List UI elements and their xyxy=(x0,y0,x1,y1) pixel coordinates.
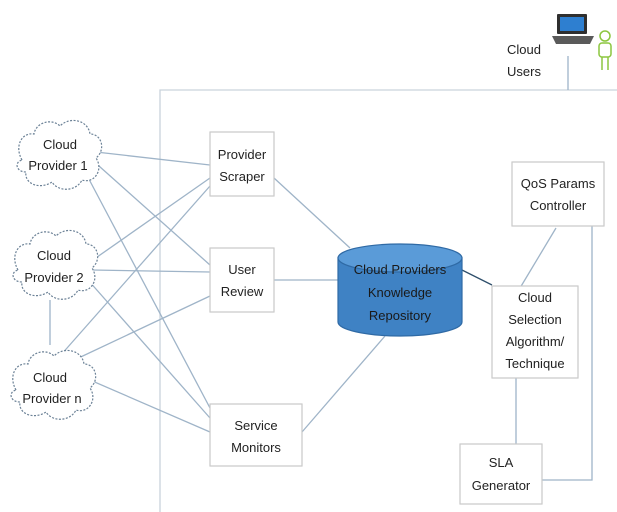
provider-n-line2: Provider n xyxy=(22,391,81,406)
service-monitors-line1: Service xyxy=(234,418,277,433)
knowledge-repository-cylinder: Cloud Providers Knowledge Repository xyxy=(337,243,463,337)
user-icon xyxy=(598,30,612,70)
qos-controller-line2: Controller xyxy=(530,198,587,213)
provider-n-line1: Cloud xyxy=(33,370,67,385)
cloud-users: Cloud Users xyxy=(507,14,612,79)
sla-generator-line2: Generator xyxy=(472,478,531,493)
qos-params-controller-box: QoS Params Controller xyxy=(511,161,605,227)
provider-scraper-line1: Provider xyxy=(218,147,267,162)
cloud-provider-n: Cloud Provider n xyxy=(10,349,97,420)
repository-line1: Cloud Providers xyxy=(354,262,447,277)
provider-scraper-line2: Scraper xyxy=(219,169,265,184)
cloud-selection-algorithm-box: Cloud Selection Algorithm/ Technique xyxy=(491,285,579,379)
user-review-box: User Review xyxy=(209,247,275,313)
repository-line3: Repository xyxy=(369,308,432,323)
provider-1-line2: Provider 1 xyxy=(28,158,87,173)
cloud-provider-2: Cloud Provider 2 xyxy=(12,229,99,300)
sla-generator-box: SLA Generator xyxy=(459,443,543,505)
cloud-users-label-line2: Users xyxy=(507,64,541,79)
system-boundary xyxy=(159,89,617,512)
cloud-provider-1: Cloud Provider 1 xyxy=(16,119,103,190)
service-monitors-box: Service Monitors xyxy=(209,403,303,467)
sla-generator-line1: SLA xyxy=(489,455,514,470)
user-review-line1: User xyxy=(228,262,256,277)
selection-line3: Algorithm/ xyxy=(506,334,565,349)
provider-2-line2: Provider 2 xyxy=(24,270,83,285)
provider-scraper-box: Provider Scraper xyxy=(209,131,275,197)
selection-line1: Cloud xyxy=(518,290,552,305)
selection-line2: Selection xyxy=(508,312,561,327)
service-monitors-line2: Monitors xyxy=(231,440,281,455)
cloud-users-label-line1: Cloud xyxy=(507,42,541,57)
selection-line4: Technique xyxy=(505,356,564,371)
provider-2-line1: Cloud xyxy=(37,248,71,263)
user-review-line2: Review xyxy=(221,284,264,299)
connectors xyxy=(49,56,593,481)
provider-1-line1: Cloud xyxy=(43,137,77,152)
repository-line2: Knowledge xyxy=(368,285,432,300)
qos-controller-line1: QoS Params xyxy=(521,176,596,191)
laptop-icon xyxy=(552,14,594,44)
